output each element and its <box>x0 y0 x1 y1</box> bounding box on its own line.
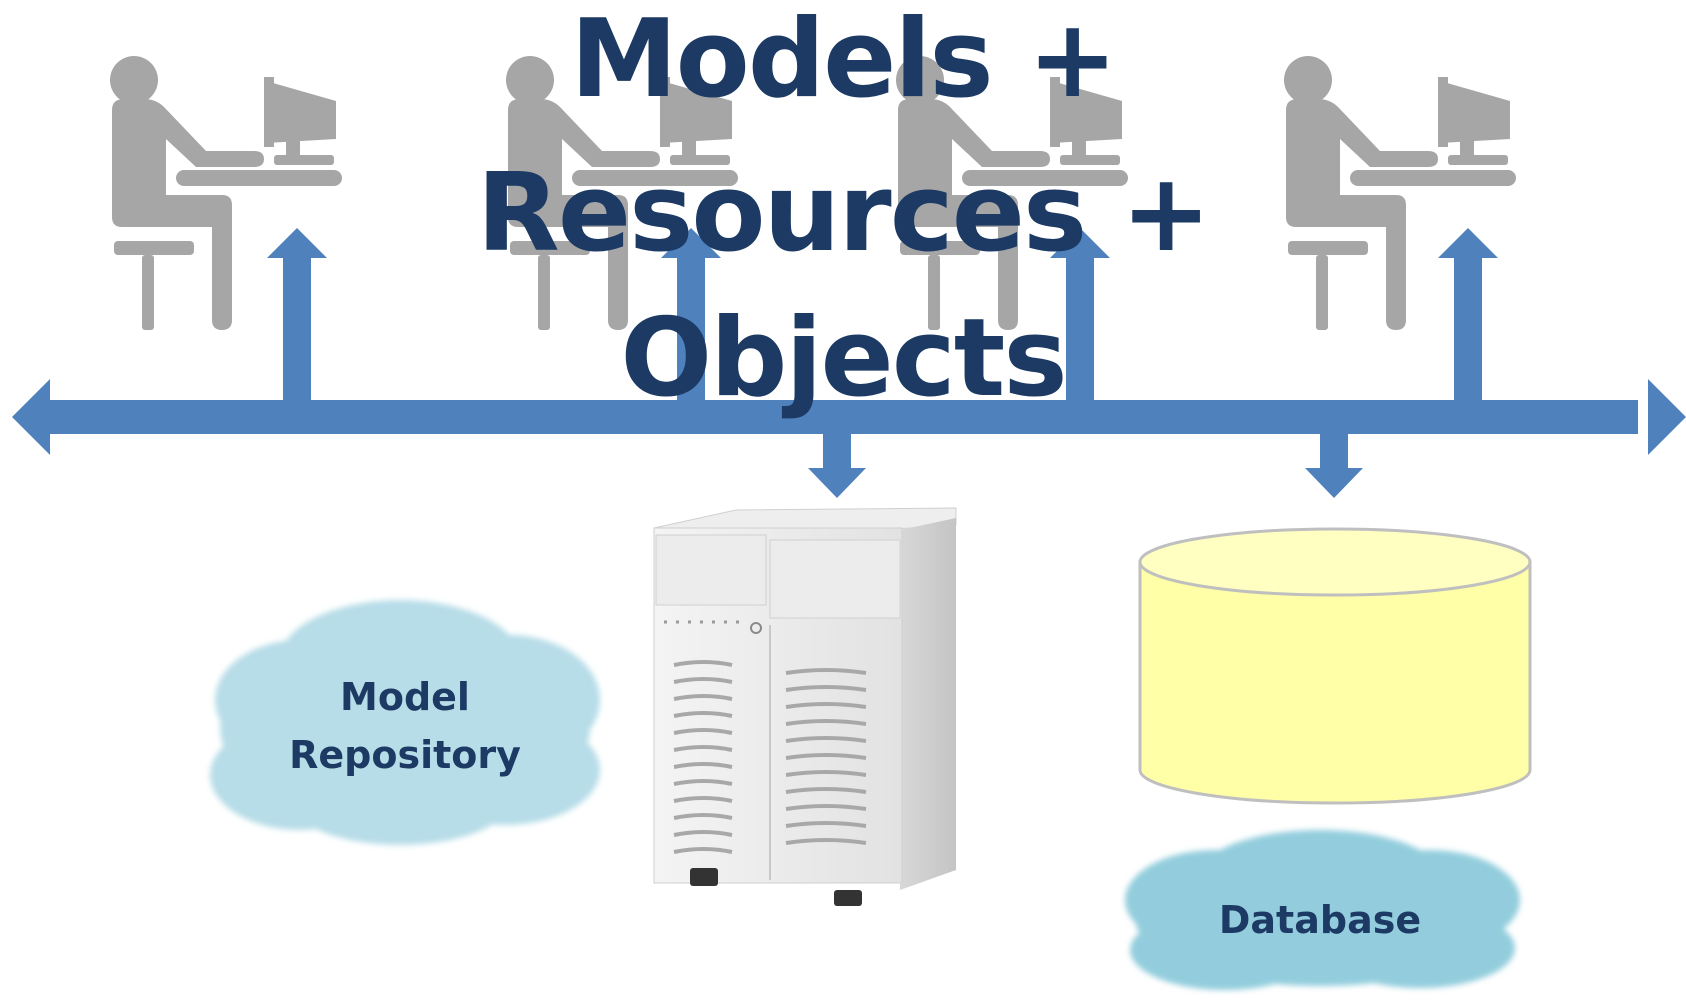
up-arrow <box>661 228 721 405</box>
database-cloud <box>1125 830 1520 990</box>
network-bus-arrow <box>12 379 1686 455</box>
title-line-1: Models + <box>570 0 1118 122</box>
model-repository-label-line-2: Repository <box>289 733 521 777</box>
down-arrow <box>808 430 866 498</box>
database-label: Database <box>1218 898 1422 942</box>
model-repository-cloud <box>210 600 600 845</box>
model-repository-label: Model Repository <box>260 668 550 784</box>
title-line-3: Objects <box>620 296 1067 421</box>
up-arrow <box>267 228 327 405</box>
down-arrow <box>1305 430 1363 498</box>
up-arrow <box>1438 228 1498 405</box>
database-cylinder-icon <box>1138 527 1532 805</box>
up-arrow <box>1050 228 1110 405</box>
model-repository-label-line-1: Model <box>340 675 470 719</box>
title-line-2: Resources + <box>476 151 1212 276</box>
server-tower-icon <box>653 507 957 906</box>
